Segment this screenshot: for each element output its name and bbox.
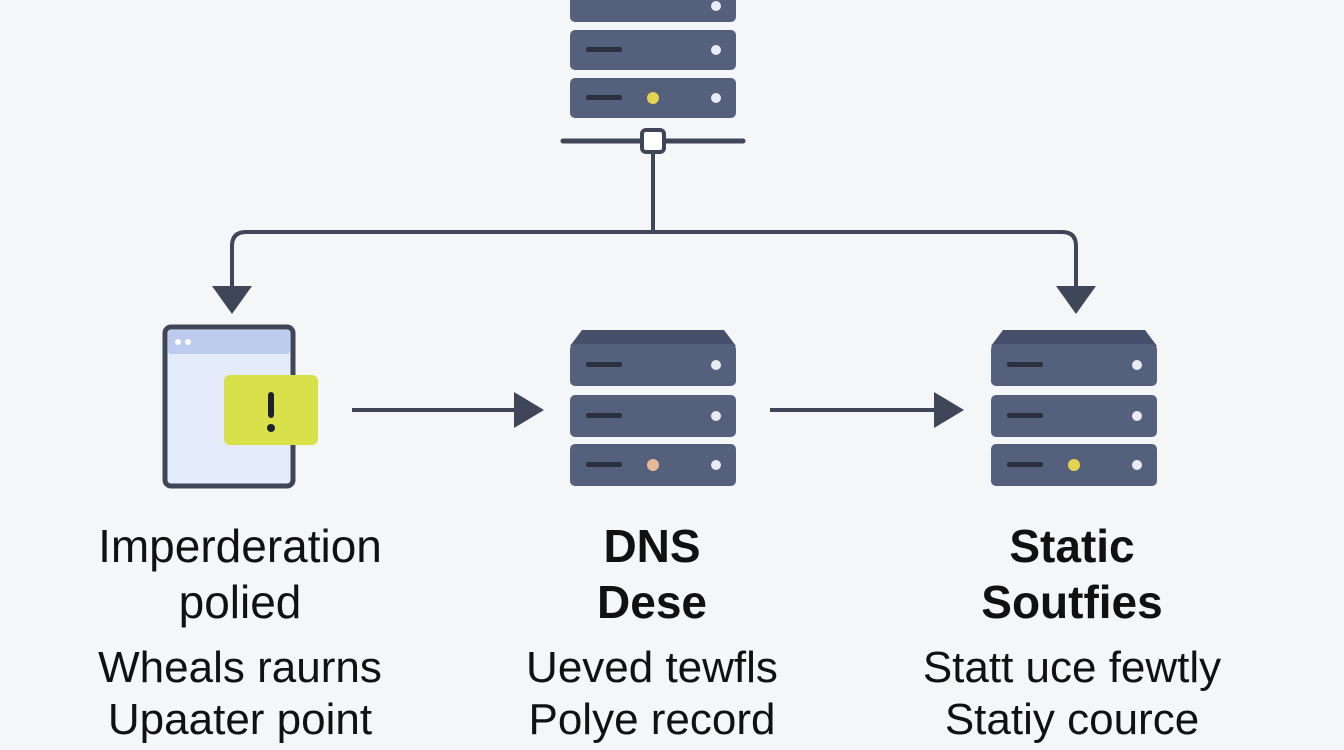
middle-node-description: Ueved tewfls Polye record [452, 642, 852, 746]
hub-node [640, 128, 666, 154]
arrow-right-icon-2 [934, 392, 964, 428]
middle-title-line-1: DNS [603, 520, 701, 572]
right-title-line-2: Soutfies [981, 576, 1163, 628]
browser-warning-icon [162, 324, 318, 489]
left-title-line-2: polied [178, 576, 302, 628]
middle-node-title: DNS Dese [452, 518, 852, 630]
arrow-right-icon-1 [514, 392, 544, 428]
right-node-description: Statt uce fewtly Statiy ᴄource [872, 642, 1272, 746]
right-desc-line-2: Statiy ᴄource [944, 695, 1200, 744]
left-desc-line-1: Wheals raurns [98, 643, 382, 692]
middle-desc-line-2: Polye record [528, 695, 776, 744]
left-desc-line-2: Upaater point [107, 695, 373, 744]
right-node-title: Static Soutfies [872, 518, 1272, 630]
warning-badge [224, 375, 318, 445]
middle-desc-line-1: Ueved tewfls [526, 643, 778, 692]
left-node-title: Imperderation polied [40, 518, 440, 630]
arrow-down-left-icon [212, 286, 252, 314]
right-title-line-1: Static [1009, 520, 1135, 572]
distribution-line [230, 230, 1078, 290]
left-node-description: Wheals raurns Upaater point [40, 642, 440, 746]
arrow-down-right-icon [1056, 286, 1096, 314]
dns-server-icon [570, 330, 736, 486]
static-server-icon [991, 330, 1157, 486]
left-title-line-1: Imperderation [98, 520, 382, 572]
right-desc-line-1: Statt uce fewtly [922, 643, 1222, 692]
middle-title-line-2: Dese [597, 576, 707, 628]
top-server-icon [570, 0, 736, 118]
